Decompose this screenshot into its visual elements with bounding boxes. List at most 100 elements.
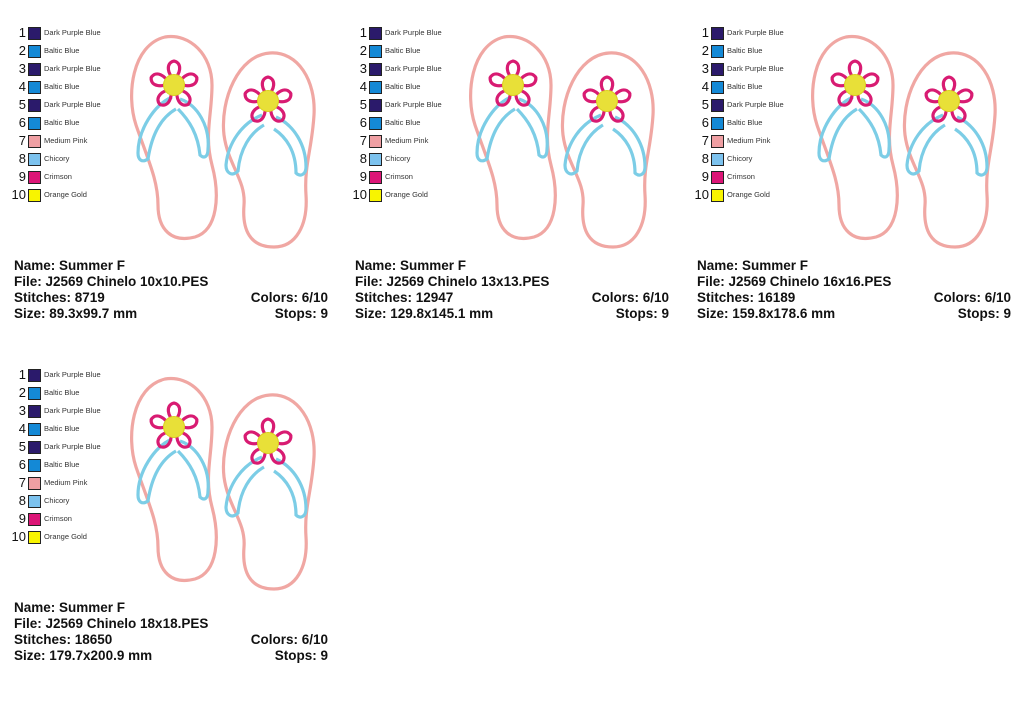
- legend-number: 1: [701, 25, 709, 40]
- color-swatch: [369, 153, 382, 166]
- color-swatch: [28, 369, 41, 382]
- stitch-count: Stitches: 16189: [697, 290, 796, 305]
- legend-label: Baltic Blue: [44, 460, 80, 469]
- color-swatch: [28, 153, 41, 166]
- color-swatch: [28, 189, 41, 202]
- color-swatch: [711, 81, 724, 94]
- color-count: Colors: 6/10: [250, 632, 328, 647]
- legend-label: Baltic Blue: [385, 118, 421, 127]
- legend-number: 9: [18, 169, 26, 184]
- stitch-count: Stitches: 8719: [14, 290, 105, 305]
- legend-label: Baltic Blue: [727, 82, 763, 91]
- design-name: Name: Summer F: [697, 258, 809, 273]
- legend-number: 3: [359, 61, 367, 76]
- flip-flops-embroidery-image: [469, 34, 655, 249]
- legend-row: 4 Baltic Blue: [693, 79, 803, 95]
- legend-label: Crimson: [44, 172, 72, 181]
- design-name: Name: Summer F: [14, 600, 126, 615]
- color-swatch: [28, 387, 41, 400]
- color-swatch: [711, 99, 724, 112]
- legend-row: 9 Crimson: [10, 511, 120, 527]
- legend-number: 4: [701, 79, 709, 94]
- legend-number: 1: [18, 25, 26, 40]
- color-swatch: [369, 189, 382, 202]
- color-swatch: [28, 495, 41, 508]
- color-swatch: [369, 45, 382, 58]
- legend-label: Medium Pink: [385, 136, 429, 145]
- legend-label: Crimson: [44, 514, 72, 523]
- legend-label: Chicory: [44, 496, 70, 505]
- legend-number: 5: [18, 97, 26, 112]
- flip-flops-embroidery-image: [130, 34, 316, 249]
- legend-label: Baltic Blue: [44, 388, 80, 397]
- legend-number: 6: [701, 115, 709, 130]
- color-swatch: [28, 117, 41, 130]
- design-name: Name: Summer F: [355, 258, 467, 273]
- legend-number: 8: [359, 151, 367, 166]
- color-swatch: [28, 99, 41, 112]
- legend-number: 1: [359, 25, 367, 40]
- legend-number: 8: [701, 151, 709, 166]
- design-file: File: J2569 Chinelo 10x10.PES: [14, 274, 209, 289]
- legend-number: 7: [359, 133, 367, 148]
- legend-label: Crimson: [385, 172, 413, 181]
- color-swatch: [28, 135, 41, 148]
- legend-number: 10: [11, 187, 26, 202]
- color-swatch: [369, 171, 382, 184]
- legend-number: 8: [18, 151, 26, 166]
- color-swatch: [711, 171, 724, 184]
- legend-label: Orange Gold: [727, 190, 770, 199]
- color-swatch: [711, 63, 724, 76]
- legend-number: 6: [18, 115, 26, 130]
- color-swatch: [711, 153, 724, 166]
- stitch-count: Stitches: 12947: [355, 290, 454, 305]
- legend-number: 4: [18, 79, 26, 94]
- color-swatch: [711, 27, 724, 40]
- legend-label: Dark Purple Blue: [44, 100, 101, 109]
- legend-label: Baltic Blue: [727, 46, 763, 55]
- legend-number: 9: [18, 511, 26, 526]
- design-size: Size: 129.8x145.1 mm: [355, 306, 494, 321]
- color-swatch: [28, 477, 41, 490]
- design-size: Size: 89.3x99.7 mm: [14, 306, 138, 321]
- design-info: Name: Summer F File: J2569 Chinelo 18x18…: [14, 600, 328, 664]
- legend-label: Dark Purple Blue: [385, 64, 442, 73]
- legend-number: 2: [359, 43, 367, 58]
- legend-label: Chicory: [44, 154, 70, 163]
- color-swatch: [369, 135, 382, 148]
- color-swatch: [28, 81, 41, 94]
- legend-label: Baltic Blue: [385, 46, 421, 55]
- color-swatch: [369, 27, 382, 40]
- legend-label: Dark Purple Blue: [44, 64, 101, 73]
- color-count: Colors: 6/10: [591, 290, 669, 305]
- legend-row: 6 Baltic Blue: [10, 457, 120, 473]
- legend-row: 2 Baltic Blue: [351, 43, 461, 59]
- legend-label: Baltic Blue: [385, 82, 421, 91]
- design-name: Name: Summer F: [14, 258, 126, 273]
- legend-number: 6: [18, 457, 26, 472]
- legend-row: 7 Medium Pink: [351, 133, 461, 149]
